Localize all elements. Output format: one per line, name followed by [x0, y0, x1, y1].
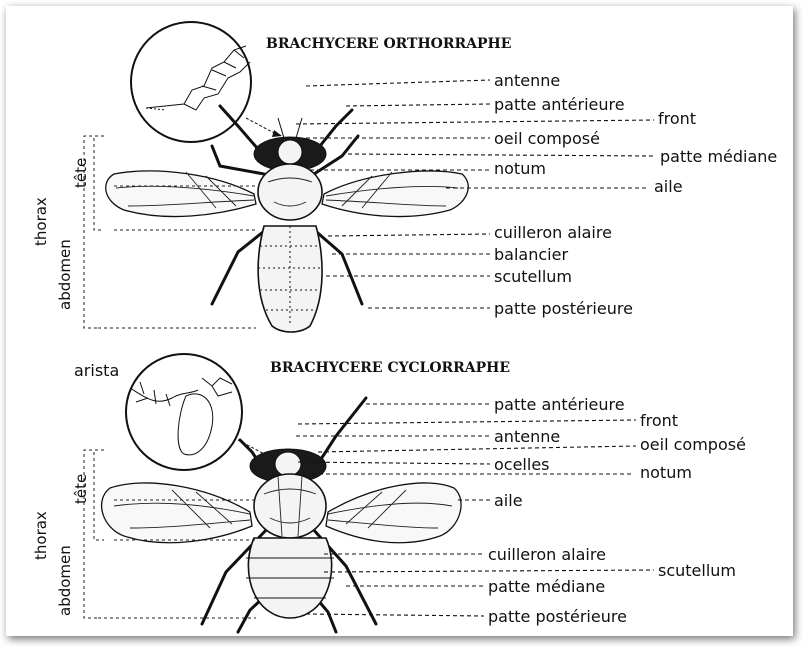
label-aile-top: aile [654, 177, 683, 196]
label-front-bottom: front [640, 411, 678, 430]
label-patte-anterieure-top: patte antérieure [494, 95, 625, 114]
label-antenne-top: antenne [494, 71, 560, 90]
side-label-abdomen-top: abdomen [56, 239, 74, 310]
antenna-magnifier-top [131, 22, 282, 142]
wing-right-top [322, 171, 468, 217]
label-notum-top: notum [494, 159, 546, 178]
label-ocelles-bottom: ocelles [494, 455, 550, 474]
side-label-tete-top: tête [72, 158, 90, 188]
thorax-top [258, 164, 322, 220]
orthorraphe-title: BRACHYCERE ORTHORRAPHE [266, 36, 511, 52]
insect-diagram: BRACHYCERE ORTHORRAPHE [6, 6, 793, 636]
side-label-tete-bottom: tête [72, 474, 90, 504]
label-aile-bottom: aile [494, 491, 523, 510]
cyclorraphe-section: BRACHYCERE CYCLORRAPHE arista [32, 354, 746, 632]
label-scutellum-bottom: scutellum [658, 561, 736, 580]
figure-frame: BRACHYCERE ORTHORRAPHE [6, 6, 793, 636]
label-notum-bottom: notum [640, 463, 692, 482]
side-label-thorax-bottom: thorax [32, 511, 50, 560]
label-antenne-bottom: antenne [494, 427, 560, 446]
wing-left-top [106, 171, 256, 217]
thorax-bottom [254, 474, 326, 538]
side-label-thorax-top: thorax [32, 197, 50, 246]
label-patte-mediane-bottom: patte médiane [488, 577, 605, 596]
label-front-top: front [658, 109, 696, 128]
label-patte-posterieure-top: patte postérieure [494, 299, 633, 318]
cyclorraphe-title: BRACHYCERE CYCLORRAPHE [270, 360, 510, 376]
label-oeil-compose-top: oeil composé [494, 129, 600, 148]
wing-right-bottom [326, 483, 461, 543]
label-balancier-top: balancier [494, 245, 568, 264]
label-patte-posterieure-bottom: patte postérieure [488, 607, 627, 626]
label-patte-anterieure-bottom: patte antérieure [494, 395, 625, 414]
label-patte-mediane-top: patte médiane [660, 147, 777, 166]
orthorraphe-section: BRACHYCERE ORTHORRAPHE [32, 22, 777, 332]
label-arista: arista [74, 361, 119, 380]
label-cuilleron-alaire-top: cuilleron alaire [494, 223, 612, 242]
side-label-abdomen-bottom: abdomen [56, 545, 74, 616]
label-cuilleron-alaire-bottom: cuilleron alaire [488, 545, 606, 564]
wing-left-bottom [102, 483, 252, 543]
label-scutellum-top: scutellum [494, 267, 572, 286]
label-oeil-compose-bottom: oeil composé [640, 435, 746, 454]
